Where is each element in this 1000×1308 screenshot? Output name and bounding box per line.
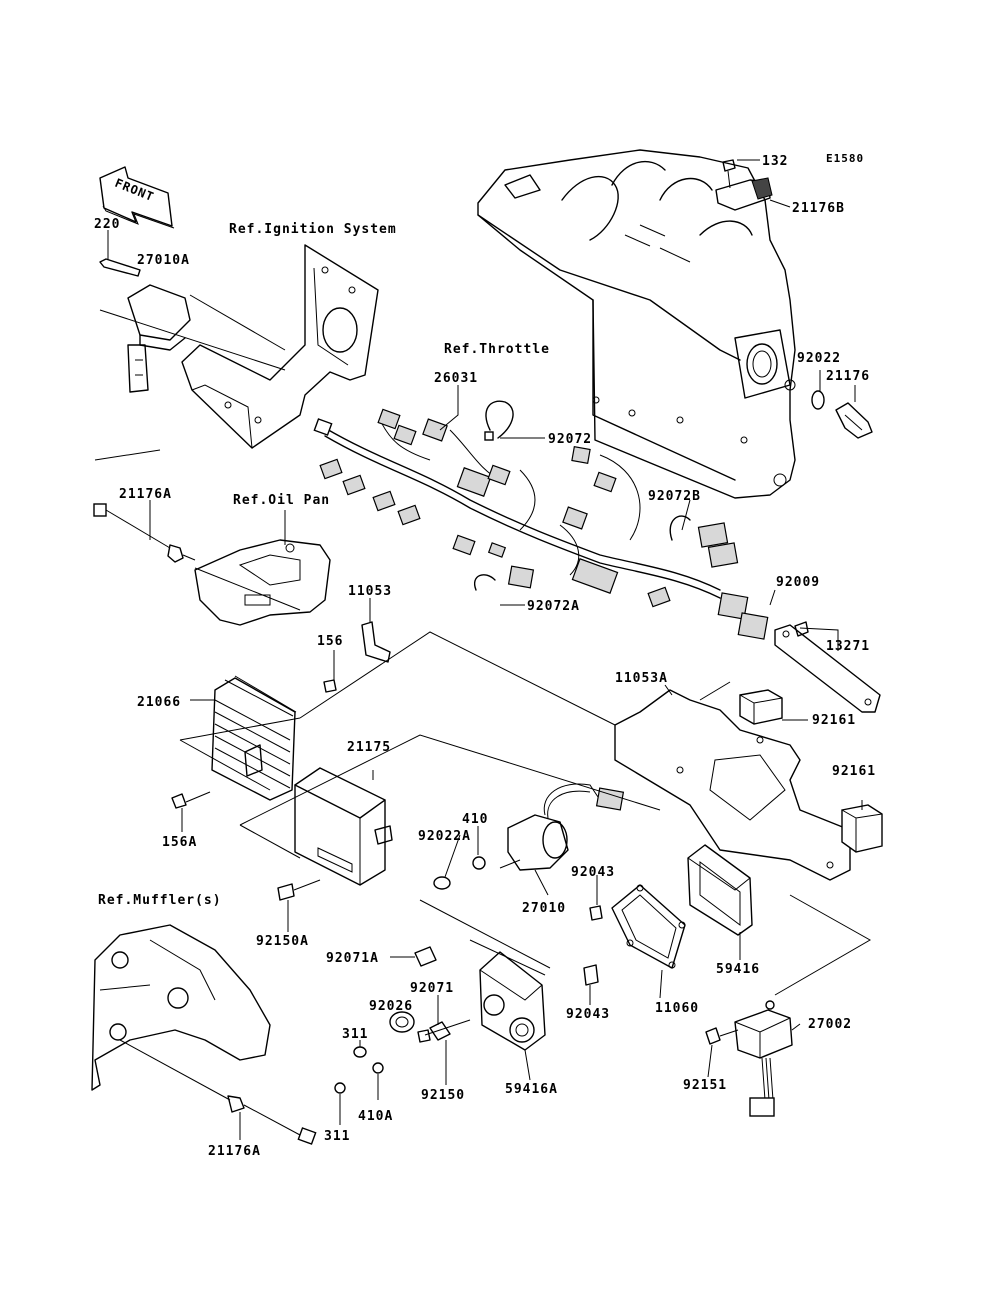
oil-pan-illustration <box>194 539 331 626</box>
part-label-21176A-top[interactable]: 21176A <box>119 487 172 502</box>
washer-410a-illustration <box>372 1062 384 1074</box>
part-label-92151[interactable]: 92151 <box>683 1078 727 1093</box>
part-label-92022[interactable]: 92022 <box>797 351 841 366</box>
sensor-21176b-illustration <box>715 159 773 211</box>
bracket-11053-illustration <box>361 621 391 663</box>
part-label-21176[interactable]: 21176 <box>826 369 870 384</box>
part-label-92043-a[interactable]: 92043 <box>571 865 615 880</box>
rubber-92161-b-illustration <box>841 804 883 853</box>
sensor-21176a-bottom-illustration <box>119 1039 317 1145</box>
part-label-92071A[interactable]: 92071A <box>326 951 379 966</box>
part-label-132[interactable]: 132 <box>762 154 788 169</box>
sensor-21176a-top-illustration <box>93 503 196 563</box>
part-label-92072[interactable]: 92072 <box>548 432 592 447</box>
part-label-311-b[interactable]: 311 <box>324 1129 350 1144</box>
muffler-illustration <box>91 924 271 1091</box>
part-label-21176B[interactable]: 21176B <box>792 201 845 216</box>
switch-27010-illustration <box>499 783 625 871</box>
stay-13271-illustration <box>774 621 881 713</box>
bolt-156-illustration <box>323 679 337 693</box>
unit-27002-illustration <box>734 1000 793 1117</box>
cable-ties-illustration <box>473 400 691 591</box>
part-label-92161-b[interactable]: 92161 <box>832 764 876 779</box>
part-label-27010[interactable]: 27010 <box>522 901 566 916</box>
part-label-92026[interactable]: 92026 <box>369 999 413 1014</box>
pin-92043-b-illustration <box>583 964 599 986</box>
part-label-156[interactable]: 156 <box>317 634 343 649</box>
part-label-11053[interactable]: 11053 <box>348 584 392 599</box>
part-label-156A[interactable]: 156A <box>162 835 197 850</box>
part-label-59416A[interactable]: 59416A <box>505 1082 558 1097</box>
diagram-code: E1580 <box>826 152 864 165</box>
part-label-92161-a[interactable]: 92161 <box>812 713 856 728</box>
part-label-21175[interactable]: 21175 <box>347 740 391 755</box>
part-label-27010A[interactable]: 27010A <box>137 253 190 268</box>
housing-59416-illustration <box>687 844 753 936</box>
part-label-11053A[interactable]: 11053A <box>615 671 668 686</box>
bolt-92150-illustration <box>417 1019 471 1043</box>
part-label-311-a[interactable]: 311 <box>342 1027 368 1042</box>
sensor-21176-illustration <box>811 390 873 439</box>
ref-ignition-system: Ref.Ignition System <box>229 222 397 237</box>
part-label-59416[interactable]: 59416 <box>716 962 760 977</box>
part-label-410A[interactable]: 410A <box>358 1109 393 1124</box>
part-label-26031[interactable]: 26031 <box>434 371 478 386</box>
part-label-21176A-bottom[interactable]: 21176A <box>208 1144 261 1159</box>
ref-muffler: Ref.Muffler(s) <box>98 893 222 908</box>
plug-92071-illustration <box>429 1021 451 1041</box>
part-label-92072A[interactable]: 92072A <box>527 599 580 614</box>
part-label-13271[interactable]: 13271 <box>826 639 870 654</box>
throttle-body-illustration <box>477 149 796 499</box>
part-label-92022A[interactable]: 92022A <box>418 829 471 844</box>
ecu-21175-illustration <box>294 767 393 886</box>
ref-throttle: Ref.Throttle <box>444 342 550 357</box>
regulator-21066-illustration <box>211 675 297 801</box>
bolt-92150a-illustration <box>277 879 321 901</box>
washers-illustration <box>433 856 486 890</box>
bracket-11053a-illustration <box>614 689 851 881</box>
ref-oil-pan: Ref.Oil Pan <box>233 493 330 508</box>
assembly-lines <box>94 294 872 996</box>
nut-311-a-illustration <box>353 1046 367 1058</box>
part-label-92009[interactable]: 92009 <box>776 575 820 590</box>
part-label-92043-b[interactable]: 92043 <box>566 1007 610 1022</box>
rubber-92161-a-illustration <box>739 689 783 725</box>
wire-harness-26031-illustration <box>313 408 769 640</box>
housing-59416a-illustration <box>479 951 546 1051</box>
leader-lines <box>107 159 863 1140</box>
part-label-220[interactable]: 220 <box>94 217 120 232</box>
part-label-11060[interactable]: 11060 <box>655 1001 699 1016</box>
part-label-21066[interactable]: 21066 <box>137 695 181 710</box>
ignition-bracket-illustration <box>181 244 379 449</box>
part-label-27002[interactable]: 27002 <box>808 1017 852 1032</box>
part-label-92150[interactable]: 92150 <box>421 1088 465 1103</box>
bolt-92151-illustration <box>705 1027 739 1045</box>
gasket-11060-illustration <box>611 884 686 969</box>
seal-92026-illustration <box>389 1011 415 1033</box>
part-label-410[interactable]: 410 <box>462 812 488 827</box>
pin-92043-a-illustration <box>589 905 603 921</box>
bolt-156a-illustration <box>171 791 211 809</box>
bolt-92071a-illustration <box>414 946 437 967</box>
part-label-92071[interactable]: 92071 <box>410 981 454 996</box>
nut-311-b-illustration <box>334 1082 346 1094</box>
unit-27010a-illustration <box>99 258 191 393</box>
part-label-92150A[interactable]: 92150A <box>256 934 309 949</box>
part-label-92072B[interactable]: 92072B <box>648 489 701 504</box>
